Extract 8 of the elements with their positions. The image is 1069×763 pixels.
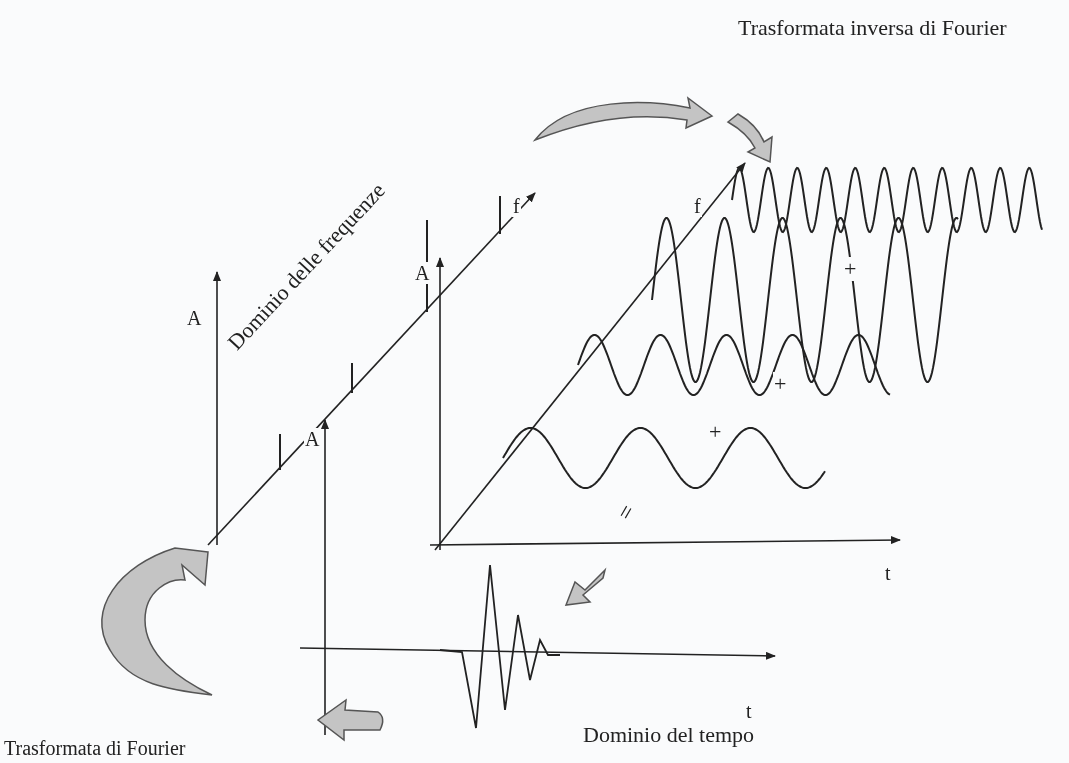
caption: Dominio del tempo — [583, 724, 755, 746]
equals-sign: = — [612, 500, 640, 524]
heading: Trasformata inversa di Fourier — [738, 17, 1007, 39]
axis-label: f — [693, 195, 702, 217]
plus-sign: + — [843, 257, 858, 281]
axis-label: f — [512, 195, 521, 217]
axis-label: A — [414, 262, 431, 284]
caption: Trasformata di Fourier — [4, 738, 186, 758]
